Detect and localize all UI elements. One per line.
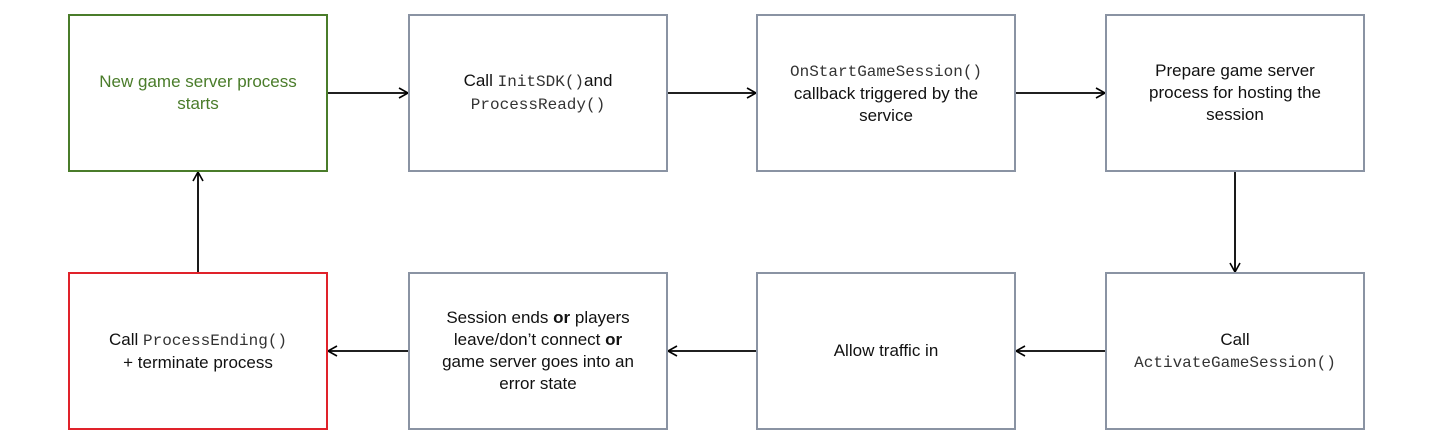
node-session-ends-or2: or	[605, 330, 623, 349]
node-process-starts: New game server process starts	[68, 14, 328, 172]
node-on-start-game-session: OnStartGameSession() callback triggered …	[756, 14, 1016, 172]
node-activate-fn: ActivateGameSession()	[1134, 353, 1336, 372]
node-process-starts-label: New game server process starts	[99, 72, 297, 113]
node-process-ready-fn: ProcessReady()	[470, 96, 606, 114]
node-ending-call: Call	[108, 329, 139, 349]
node-session-ends-or1: or	[553, 308, 571, 327]
node-allow-traffic: Allow traffic in	[756, 272, 1016, 430]
node-on-start-label: callback triggered by the service	[793, 83, 979, 125]
node-activate-call: Call	[1220, 329, 1250, 349]
node-process-ending: Call ProcessEnding() + terminate process	[68, 272, 328, 430]
node-init-sdk-call: Call	[463, 71, 493, 90]
node-session-ends-t1: Session ends	[446, 308, 549, 327]
node-init-sdk-fn: InitSDK()	[497, 73, 585, 91]
node-on-start-fn: OnStartGameSession()	[789, 62, 983, 81]
node-ending-label: + terminate process	[123, 352, 273, 372]
node-session-ends-t3: game server goes into an error state	[442, 352, 634, 393]
node-init-sdk-and: and	[584, 71, 613, 90]
node-activate-game-session: Call ActivateGameSession()	[1105, 272, 1365, 430]
node-session-ends: Session ends or players leave/don’t conn…	[408, 272, 668, 430]
node-init-sdk: Call InitSDK()and ProcessReady()	[408, 14, 668, 172]
node-allow-traffic-label: Allow traffic in	[833, 341, 939, 360]
node-ending-fn: ProcessEnding()	[143, 331, 288, 350]
node-session-ends-t2: players leave/don’t connect	[453, 308, 630, 349]
node-prepare-label: Prepare game server process for hosting …	[1149, 61, 1321, 124]
node-prepare-process: Prepare game server process for hosting …	[1105, 14, 1365, 172]
